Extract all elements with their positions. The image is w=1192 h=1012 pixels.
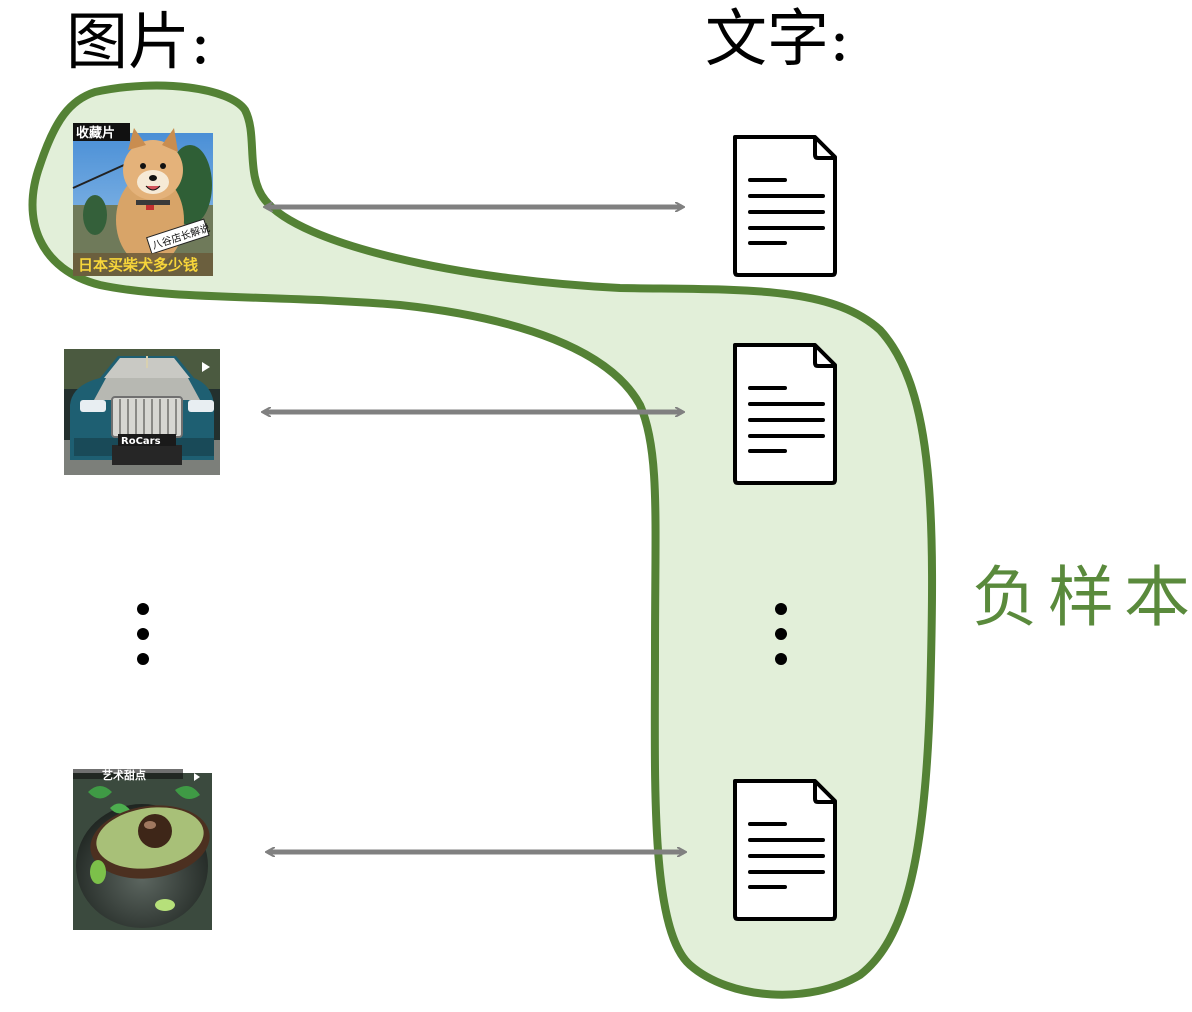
texts-heading: 文字:: [705, 2, 850, 75]
negative-sample-label: 负样本: [972, 559, 1192, 636]
images-heading: 图片:: [66, 5, 211, 78]
image-thumbnail-dog: 收藏片 八谷店长解说 日本买柴犬多少钱: [72, 123, 213, 276]
badge-car: RoCars: [121, 436, 161, 447]
text-document-icon-2: [733, 343, 837, 485]
negative-sample-region: [28, 81, 937, 999]
text-document-icon-3: [733, 779, 837, 921]
top-tag-dessert: 艺术甜点: [102, 768, 146, 782]
text-ellipsis-icon: [775, 603, 787, 665]
caption-dog: 日本买柴犬多少钱: [78, 256, 198, 274]
top-tag-dog: [73, 123, 130, 141]
image-thumbnail-dessert: 艺术甜点: [73, 768, 212, 930]
image-ellipsis-icon: [137, 603, 149, 665]
image-thumbnail-car: RoCars: [64, 349, 220, 475]
sticker-dog: [146, 218, 210, 255]
text-document-icon-1: [733, 135, 837, 277]
top-tag-dog-text: 收藏片: [76, 125, 115, 141]
